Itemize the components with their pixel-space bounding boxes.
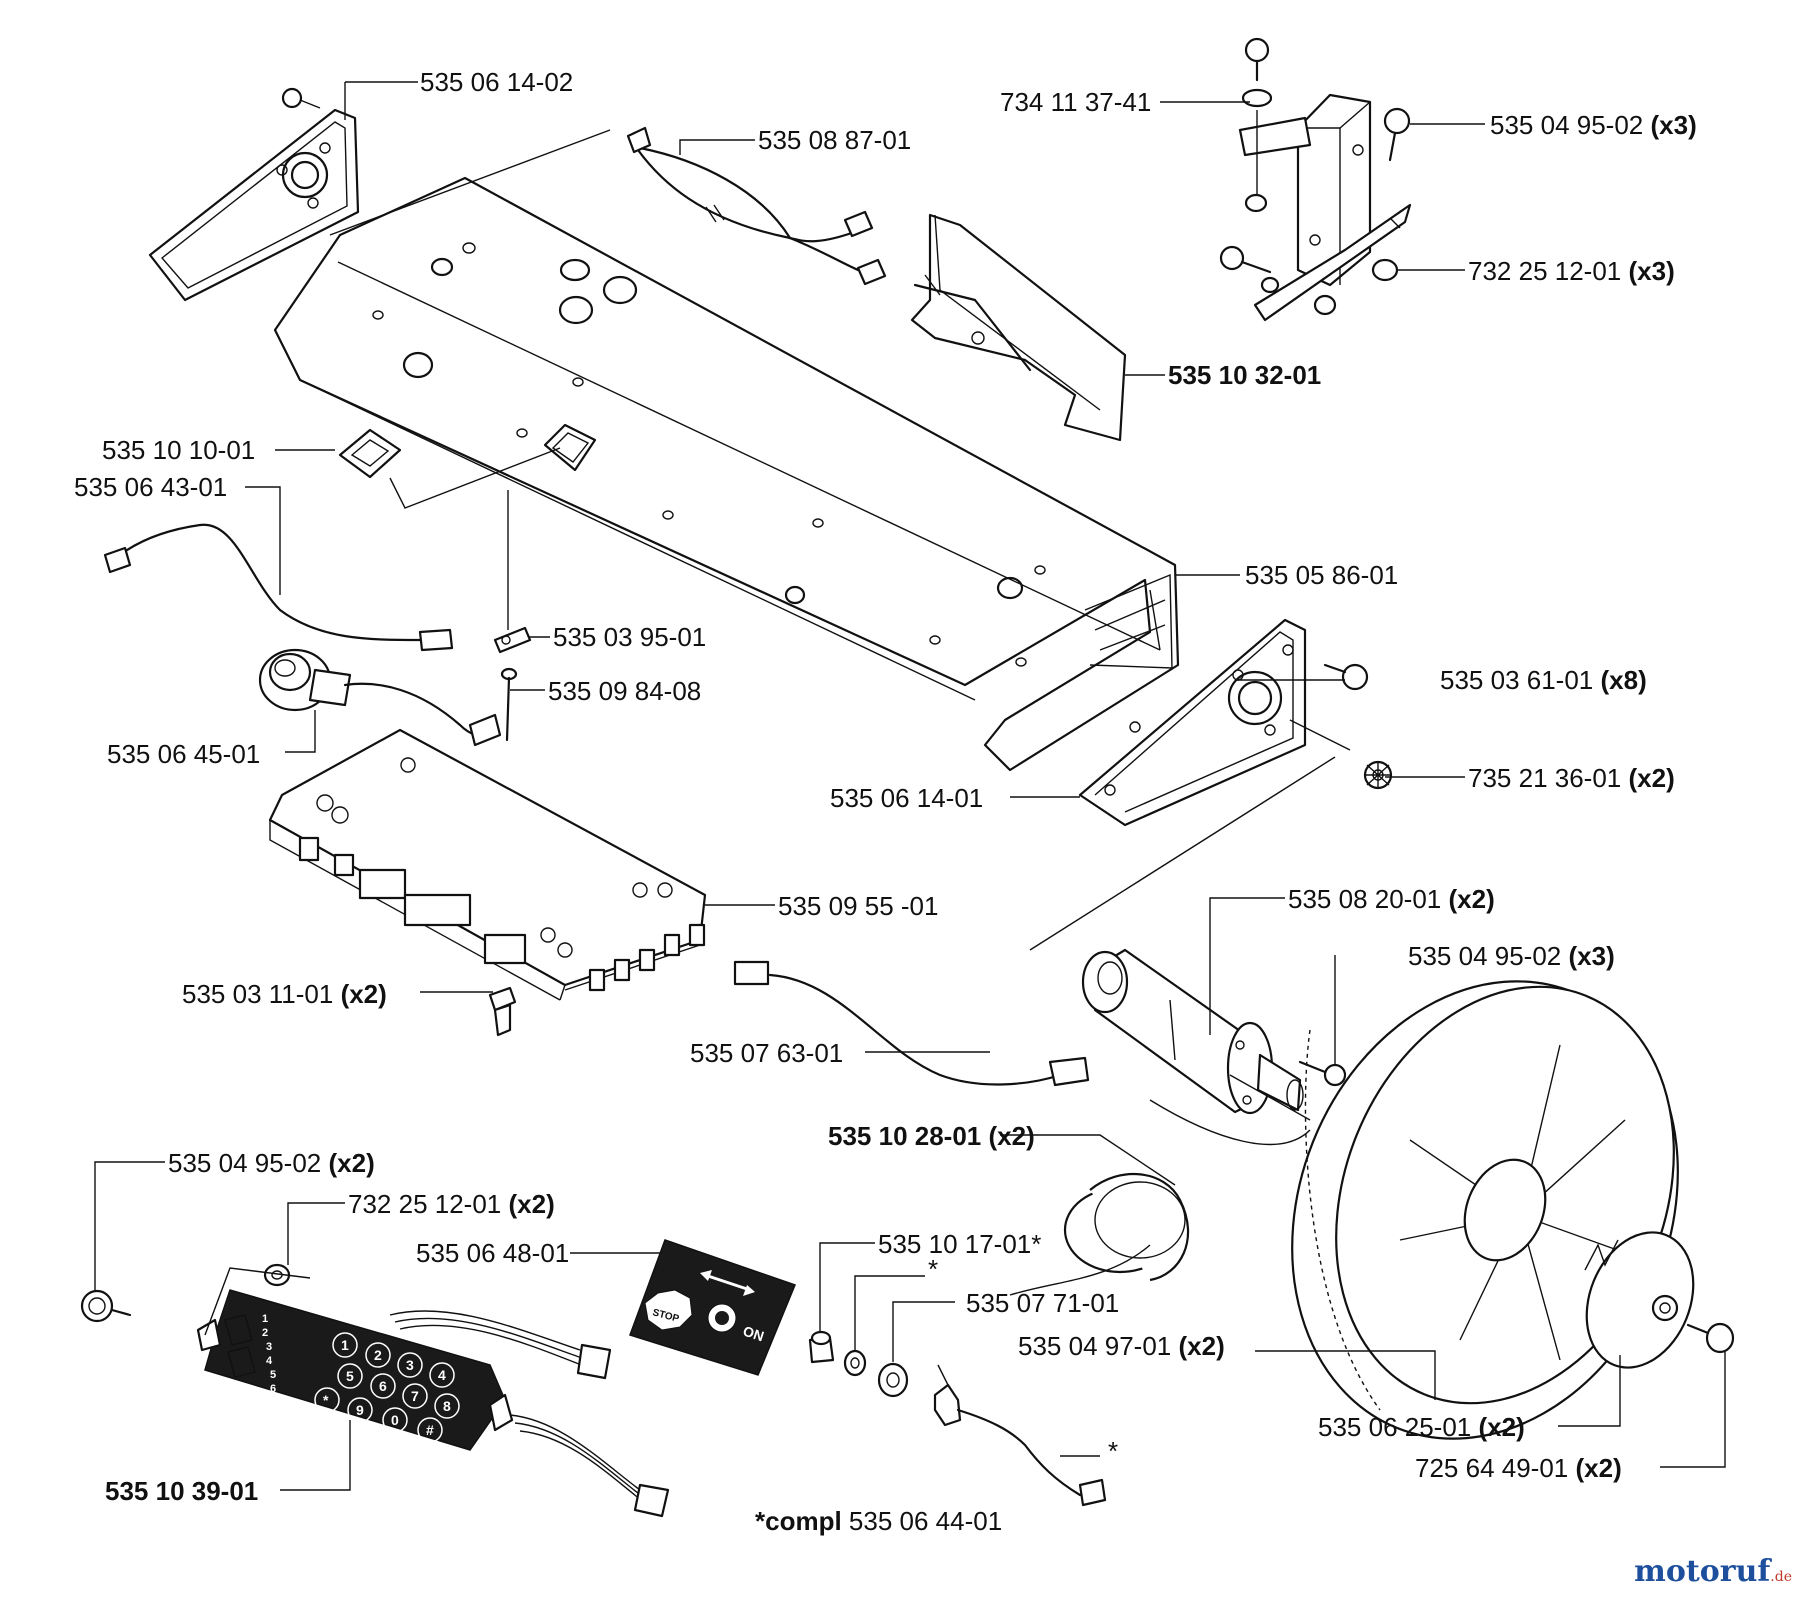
- footnote-complete-set: *compl 535 06 44-01: [755, 1506, 1002, 1536]
- label-725-64-49-01: 725 64 49-01 (x2): [1415, 1453, 1622, 1483]
- label-535-04-95-02-keypad: 535 04 95-02 (x2): [168, 1148, 375, 1178]
- stop-on-panel: [629, 1239, 796, 1376]
- bushing: [1063, 1172, 1190, 1282]
- grommet-10-10: [338, 428, 561, 509]
- label-asterisk-cable: *: [1108, 1436, 1118, 1466]
- keypad-digits: 1 2 3 4 5 6 7 8 9 0 * # 1 2 3 4 5 6: [262, 1313, 451, 1438]
- watermark-logo: motoruf.de: [1634, 1554, 1792, 1589]
- screw-bracket-left: [1219, 245, 1272, 274]
- label-535-10-32-01: 535 10 32-01: [1168, 360, 1321, 390]
- watermark-tld: .de: [1770, 1569, 1792, 1585]
- star-washer: [1363, 760, 1393, 790]
- circuit-board: [268, 728, 707, 1001]
- svg-text:4: 4: [438, 1367, 446, 1383]
- svg-text:0: 0: [391, 1412, 399, 1428]
- label-535-10-39-01: 535 10 39-01: [105, 1476, 258, 1506]
- svg-text:#: #: [426, 1422, 434, 1438]
- label-535-06-14-01: 535 06 14-01: [830, 783, 983, 813]
- cable-06-43: [103, 523, 454, 652]
- label-535-09-84-08: 535 09 84-08: [548, 676, 701, 706]
- screw-top-left: [281, 87, 321, 109]
- leader-lines: [94, 81, 1726, 1491]
- label-535-05-86-01: 535 05 86-01: [1245, 560, 1398, 590]
- label-735-21-36-01: 735 21 36-01 (x2): [1468, 763, 1675, 793]
- switch-parts: [808, 1330, 1107, 1507]
- svg-text:8: 8: [443, 1398, 451, 1414]
- top-right-bracket: [1238, 93, 1412, 322]
- panel-on-text: ON: [741, 1323, 766, 1345]
- label-535-10-28-01: 535 10 28-01 (x2): [828, 1121, 1035, 1151]
- label-535-10-10-01: 535 10 10-01: [102, 435, 255, 465]
- label-535-06-43-01: 535 06 43-01: [74, 472, 227, 502]
- svg-text:7: 7: [411, 1388, 419, 1404]
- motor: [1081, 948, 1304, 1115]
- bracket-10-32: [910, 213, 1127, 442]
- label-asterisk-washer: *: [928, 1254, 938, 1284]
- pin-03-95: [493, 490, 532, 742]
- label-535-09-55-01: 535 09 55 -01: [778, 891, 938, 921]
- svg-text:3: 3: [266, 1341, 272, 1353]
- switch-06-45: [258, 648, 502, 747]
- part-labels: 535 06 14-02 535 08 87-01 734 11 37-41 5…: [74, 67, 1697, 1536]
- keypad-keys: [314, 1332, 460, 1443]
- label-535-03-61-01: 535 03 61-01 (x8): [1440, 665, 1647, 695]
- end-plate-right: [1078, 618, 1307, 827]
- svg-text:3: 3: [406, 1357, 414, 1373]
- end-plate-left: [148, 108, 360, 302]
- keypad-ribbon-cables: [389, 1310, 670, 1518]
- label-535-03-95-01: 535 03 95-01: [553, 622, 706, 652]
- watermark-name: motoruf: [1634, 1554, 1771, 1589]
- label-535-04-95-02-motor: 535 04 95-02 (x3): [1408, 941, 1615, 971]
- label-535-04-97-01: 535 04 97-01 (x2): [1018, 1331, 1225, 1361]
- label-732-25-12-01-top: 732 25 12-01 (x3): [1468, 256, 1675, 286]
- hub-cap: [1584, 1231, 1695, 1369]
- svg-text:5: 5: [270, 1369, 276, 1381]
- label-535-08-20-01: 535 08 20-01 (x2): [1288, 884, 1495, 914]
- label-732-25-12-01-keypad: 732 25 12-01 (x2): [348, 1189, 555, 1219]
- label-535-08-87-01: 535 08 87-01: [758, 125, 911, 155]
- cable-08-87: [626, 126, 887, 286]
- label-535-06-25-01: 535 06 25-01 (x2): [1318, 1412, 1525, 1442]
- label-535-07-63-01: 535 07 63-01: [690, 1038, 843, 1068]
- svg-text:*: *: [323, 1392, 329, 1408]
- nut-732-25-top: [1260, 258, 1399, 316]
- svg-text:1: 1: [341, 1337, 349, 1353]
- svg-text:9: 9: [356, 1402, 364, 1418]
- svg-text:2: 2: [374, 1347, 382, 1363]
- screw-03-61: [1323, 663, 1369, 691]
- keypad-assembly: [196, 1289, 514, 1451]
- cable-07-63: [733, 960, 1090, 1087]
- clip-03-11: [488, 986, 517, 1037]
- svg-text:4: 4: [266, 1355, 273, 1367]
- screw-535-04-95-top: [1383, 107, 1411, 162]
- label-535-06-45-01: 535 06 45-01: [107, 739, 260, 769]
- svg-text:5: 5: [346, 1368, 354, 1384]
- bolt-04-95-keypad: [80, 1289, 132, 1323]
- label-535-03-11-01: 535 03 11-01 (x2): [182, 979, 387, 1009]
- label-535-06-14-02: 535 06 14-02: [420, 67, 573, 97]
- label-535-10-17-01: 535 10 17-01*: [878, 1229, 1041, 1259]
- svg-text:2: 2: [262, 1327, 268, 1339]
- svg-text:6: 6: [270, 1383, 276, 1395]
- main-housing: [273, 176, 1180, 772]
- label-535-06-48-01: 535 06 48-01: [416, 1238, 569, 1268]
- label-535-04-95-02-top: 535 04 95-02 (x3): [1490, 110, 1697, 140]
- svg-text:1: 1: [262, 1313, 268, 1325]
- label-535-07-71-01: 535 07 71-01: [966, 1288, 1119, 1318]
- label-734-11-37-41: 734 11 37-41: [1000, 87, 1151, 117]
- bolt-725-64: [1686, 1322, 1735, 1354]
- svg-text:6: 6: [379, 1378, 387, 1394]
